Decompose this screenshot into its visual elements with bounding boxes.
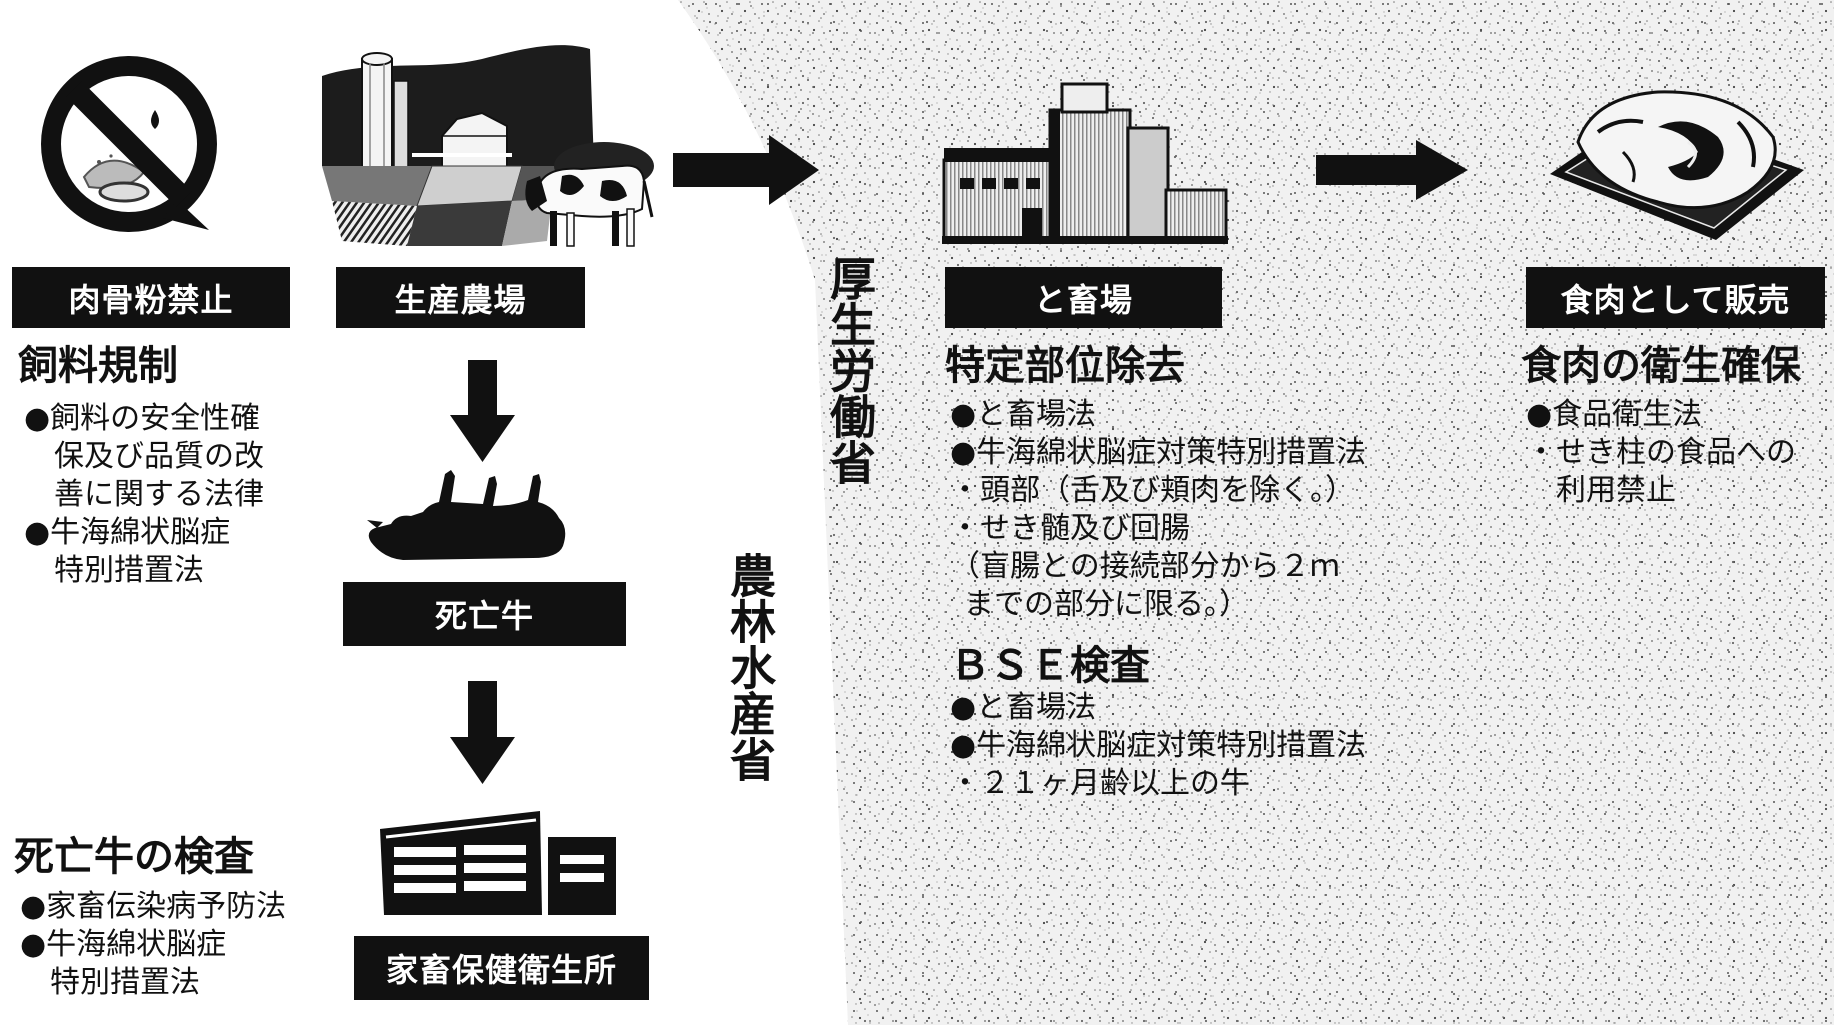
meat-tray-icon [1550, 90, 1804, 240]
bse-test-list: ●と畜場法 ●牛海綿状脳症対策特別措置法 ・２１ヶ月齢以上の牛 [950, 689, 1366, 803]
feed-regulation-line: 保及び品質の改 [54, 439, 264, 474]
dead-cattle-inspection-line: ●家畜伝染病予防法 [20, 889, 287, 924]
meat-hygiene-line: ・せき柱の食品への [1526, 435, 1796, 470]
srm-removal-line: までの部分に限る。） [964, 587, 1249, 622]
arrow-right-icon [673, 135, 819, 205]
health-ministry-label: 厚生労働省 [823, 255, 877, 485]
dead-cattle-label: 死亡牛 [343, 582, 626, 646]
meat-hygiene-heading: 食肉の衛生確保 [1521, 343, 1801, 389]
srm-removal-line: ・頭部（舌及び頬肉を除く。） [950, 473, 1355, 508]
arrow-down-icon [450, 681, 515, 784]
srm-removal-line: ●牛海綿状脳症対策特別措置法 [950, 435, 1367, 470]
srm-removal-line: ●と畜場法 [950, 397, 1097, 432]
arrow-right-icon [1316, 140, 1468, 200]
dead-cattle-inspection-list: ●家畜伝染病予防法 ●牛海綿状脳症 特別措置法 [20, 888, 286, 1002]
feed-regulation-line: 特別措置法 [54, 553, 204, 588]
farm-icon [322, 45, 654, 247]
srm-removal-line: ・せき髄及び回腸 [950, 511, 1190, 546]
bse-test-line: ●と畜場法 [950, 690, 1097, 725]
arrow-down-icon [450, 360, 515, 462]
meat-hygiene-list: ●食品衛生法 ・せき柱の食品への 利用禁止 [1526, 396, 1796, 510]
feed-regulation-list: ●飼料の安全性確 保及び品質の改 善に関する法律 ●牛海綿状脳症 特別措置法 [24, 400, 264, 590]
animal-health-center-label: 家畜保健衛生所 [354, 936, 649, 1000]
fallen-cow-icon [367, 470, 566, 560]
bse-test-heading: ＢＳＥ検査 [950, 643, 1150, 689]
bse-test-line: ●牛海綿状脳症対策特別措置法 [950, 728, 1367, 763]
slaughterhouse-label: と畜場 [945, 267, 1222, 328]
srm-removal-heading: 特定部位除去 [945, 343, 1185, 389]
no-sign-icon [41, 56, 217, 232]
feed-regulation-heading: 飼料規制 [18, 343, 178, 389]
office-building-icon [380, 811, 616, 915]
meat-hygiene-line: 利用禁止 [1556, 473, 1676, 508]
farm-label: 生産農場 [336, 267, 585, 328]
feed-regulation-line: ●牛海綿状脳症 [24, 515, 231, 550]
factory-icon [942, 82, 1228, 244]
srm-removal-line: （盲腸との接続部分から２ｍ [950, 549, 1340, 584]
feed-regulation-line: 善に関する法律 [54, 477, 264, 512]
meat-sale-label: 食肉として販売 [1526, 267, 1825, 328]
dead-cattle-inspection-line: ●牛海綿状脳症 [20, 927, 227, 962]
dead-cattle-inspection-line: 特別措置法 [50, 965, 200, 1000]
agriculture-ministry-label: 農林水産省 [723, 552, 777, 782]
feed-regulation-line: ●飼料の安全性確 [24, 401, 261, 436]
dead-cattle-inspection-heading: 死亡牛の検査 [14, 834, 254, 880]
bse-test-line: ・２１ヶ月齢以上の牛 [950, 766, 1250, 801]
srm-removal-list: ●と畜場法 ●牛海綿状脳症対策特別措置法 ・頭部（舌及び頬肉を除く。） ・せき髄… [950, 396, 1366, 624]
meat-hygiene-line: ●食品衛生法 [1526, 397, 1703, 432]
feed-ban-label: 肉骨粉禁止 [12, 267, 290, 328]
